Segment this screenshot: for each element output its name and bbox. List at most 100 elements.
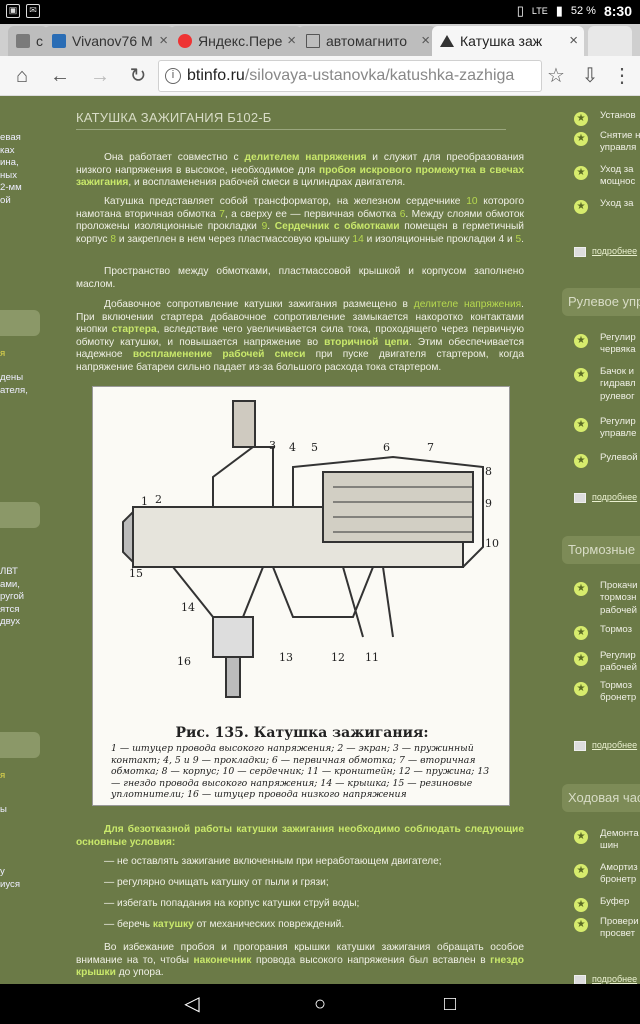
- star-icon: ★: [574, 582, 588, 596]
- figure-caption: 1 — штуцер провода высокого напряжения; …: [111, 743, 490, 801]
- tab-1[interactable]: c: [8, 26, 48, 56]
- star-icon: ★: [574, 112, 588, 126]
- left-text-fragment: ами,: [0, 578, 20, 590]
- inline-link[interactable]: стартера: [111, 324, 157, 336]
- close-tab-icon[interactable]: ×: [421, 32, 430, 49]
- figure-part-label: 4: [289, 441, 296, 454]
- info-icon[interactable]: i: [165, 68, 181, 84]
- sidebar-article-label: Регулир управле: [600, 416, 637, 440]
- figure-part-label: 11: [365, 651, 379, 664]
- inline-link[interactable]: гнездо крышки: [76, 954, 524, 979]
- figure-title: Рис. 135. Катушка зажигания:: [175, 725, 429, 741]
- inline-link[interactable]: 8: [110, 233, 116, 245]
- figure-part-label: 9: [485, 497, 492, 510]
- page-title: КАТУШКА ЗАЖИГАНИЯ Б102-Б: [76, 110, 506, 130]
- close-tab-icon[interactable]: ×: [159, 32, 168, 49]
- more-menu-icon[interactable]: ⋮: [612, 65, 632, 87]
- back-triangle-icon[interactable]: ◁: [184, 993, 200, 1015]
- left-section-header[interactable]: [0, 310, 40, 336]
- tab-2[interactable]: Vivanov76 M ×: [44, 26, 174, 56]
- figure-part-label: 6: [383, 441, 390, 454]
- star-icon: ★: [574, 830, 588, 844]
- inline-link[interactable]: 10: [466, 196, 478, 207]
- back-arrow-icon[interactable]: ←: [50, 65, 70, 87]
- left-text-fragment: ках: [0, 144, 15, 156]
- star-icon: ★: [574, 918, 588, 932]
- figure-part-label: 14: [181, 601, 195, 614]
- text-segment: до упора.: [115, 967, 164, 979]
- more-link[interactable]: подробнее: [574, 246, 637, 257]
- sidebar-article-label: Уход за мощнос: [600, 164, 636, 188]
- inline-link[interactable]: 6: [399, 208, 406, 220]
- tab-4[interactable]: автомагнито ×: [298, 26, 436, 56]
- text-segment: , а сверху ее — первичная обмотка: [224, 208, 400, 220]
- section-header-chassis[interactable]: Ходовая час: [562, 784, 640, 812]
- new-tab-button[interactable]: [588, 26, 632, 56]
- bookmark-star-icon[interactable]: ☆: [547, 65, 565, 87]
- inline-link[interactable]: Сердечник с обмотками: [274, 221, 400, 233]
- inline-link[interactable]: катушку: [152, 919, 194, 930]
- text-segment: Добавочное сопротивление катушки зажиган…: [104, 299, 414, 310]
- paragraph-5: Во избежание пробоя и прогорания крышки …: [76, 942, 524, 980]
- text-segment: Она работает совместно с: [104, 152, 245, 163]
- left-link[interactable]: я: [0, 770, 6, 781]
- text-segment: .: [267, 221, 275, 233]
- left-text-fragment: иуся: [0, 878, 21, 890]
- download-icon[interactable]: ⇩: [581, 65, 599, 87]
- section-header-steering[interactable]: Рулевое упр: [562, 288, 640, 316]
- close-tab-icon[interactable]: ×: [569, 32, 578, 49]
- condition-item: — не оставлять зажигание включенным при …: [104, 856, 442, 867]
- left-text-fragment: ЛВТ: [0, 566, 18, 577]
- inline-link[interactable]: делителе напряжения: [413, 299, 522, 310]
- star-icon: ★: [574, 334, 588, 348]
- figure-part-label: 7: [427, 441, 434, 454]
- sidebar-article-label: Демонта шин: [600, 828, 639, 852]
- left-text-fragment: ателя,: [0, 384, 28, 396]
- inline-link[interactable]: 9: [261, 221, 268, 233]
- left-link[interactable]: я: [0, 348, 6, 359]
- reload-icon[interactable]: ↻: [129, 65, 147, 87]
- text-segment: — избегать попадания на корпус катушки с…: [104, 898, 360, 909]
- home-icon[interactable]: ⌂: [15, 65, 29, 87]
- inline-link[interactable]: 7: [219, 208, 225, 220]
- section-header-brakes[interactable]: Тормозные: [562, 536, 640, 564]
- inline-link[interactable]: пробоя искрового промежутка в свечах заж…: [76, 164, 525, 189]
- more-link-label: подробнее: [592, 740, 638, 750]
- star-icon: ★: [574, 652, 588, 666]
- home-circle-icon[interactable]: ○: [313, 993, 327, 1015]
- more-link[interactable]: подробнее: [574, 974, 637, 984]
- inline-link[interactable]: 5: [515, 233, 522, 245]
- close-tab-icon[interactable]: ×: [287, 32, 296, 49]
- signal-icon: LTE: [531, 6, 548, 16]
- text-segment: провода высокого напряжения был вставлен…: [251, 954, 491, 966]
- more-link[interactable]: подробнее: [574, 492, 637, 503]
- inline-link[interactable]: вторичной цепи: [324, 336, 409, 348]
- inline-link[interactable]: наконечник: [193, 954, 252, 966]
- more-link[interactable]: подробнее: [574, 740, 637, 751]
- left-text-fragment: у: [0, 866, 5, 877]
- forward-arrow-icon[interactable]: →: [90, 65, 110, 87]
- tab-label: Катушка заж: [460, 33, 543, 49]
- sidebar-article-label: Снятие н управля: [600, 130, 640, 154]
- tab-active[interactable]: Катушка заж ×: [432, 26, 584, 56]
- tab-3[interactable]: Яндекс.Пере ×: [170, 26, 302, 56]
- inline-link[interactable]: делителем напряжения: [244, 152, 367, 163]
- left-text-fragment: ругой: [0, 591, 25, 603]
- left-text-fragment: 2-мм: [0, 182, 22, 194]
- inline-link[interactable]: 14: [352, 233, 364, 245]
- sidebar-article-label: Установ: [600, 110, 636, 121]
- text-segment: Во избежание пробоя и прогорания крышки …: [76, 942, 524, 966]
- address-bar[interactable]: i btinfo.ru/silovaya-ustanovka/katushka-…: [158, 60, 542, 92]
- left-section-header[interactable]: [0, 502, 40, 528]
- paragraph-1: Она работает совместно с делителем напря…: [76, 152, 524, 190]
- text-segment: при пуске двигателя стартером, когда нап…: [76, 349, 525, 373]
- inline-link[interactable]: воспламенение рабочей смеси: [132, 349, 306, 361]
- left-section-header[interactable]: [0, 732, 40, 758]
- recents-square-icon[interactable]: □: [443, 993, 457, 1015]
- tab-strip: c Vivanov76 M × Яндекс.Пере × автомагнит…: [0, 24, 640, 56]
- ignition-coil-drawing: [122, 400, 484, 698]
- sidebar-article-label: Амортиз бронетр: [600, 862, 638, 886]
- figure-part-label: 1: [141, 495, 148, 508]
